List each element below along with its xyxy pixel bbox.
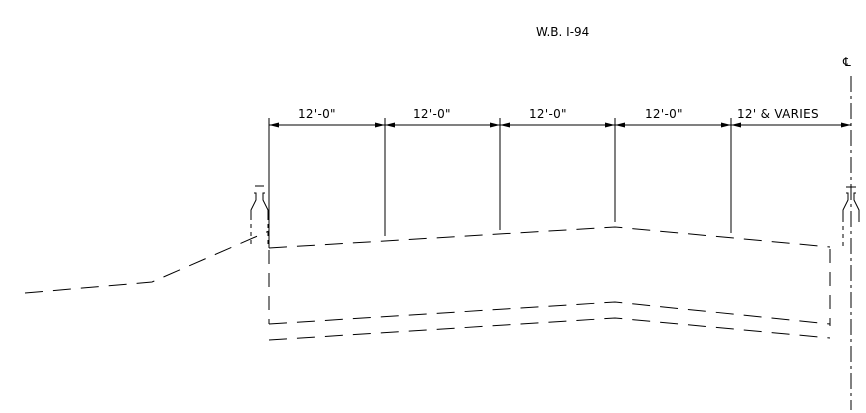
base-course-top-line: [268, 301, 831, 325]
dimension-label-lane-3: 12'-0": [529, 107, 567, 121]
centerline-symbol: ℄: [842, 55, 851, 69]
dimension-arrows: [269, 122, 851, 128]
dimension-label-lane-1: 12'-0": [298, 107, 336, 121]
right-barrier: [842, 186, 860, 246]
lane-extension-lines: [268, 118, 732, 248]
dimension-label-lane-2: 12'-0": [413, 107, 451, 121]
ground-line: [24, 230, 270, 294]
pavement-surface-line: [268, 226, 831, 249]
left-barrier: [250, 185, 269, 246]
dimension-label-lane-4: 12'-0": [645, 107, 683, 121]
base-course-bottom-line: [268, 317, 831, 341]
roadway-title: W.B. I-94: [536, 25, 589, 39]
dimension-label-lane-5: 12' & VARIES: [737, 107, 819, 121]
